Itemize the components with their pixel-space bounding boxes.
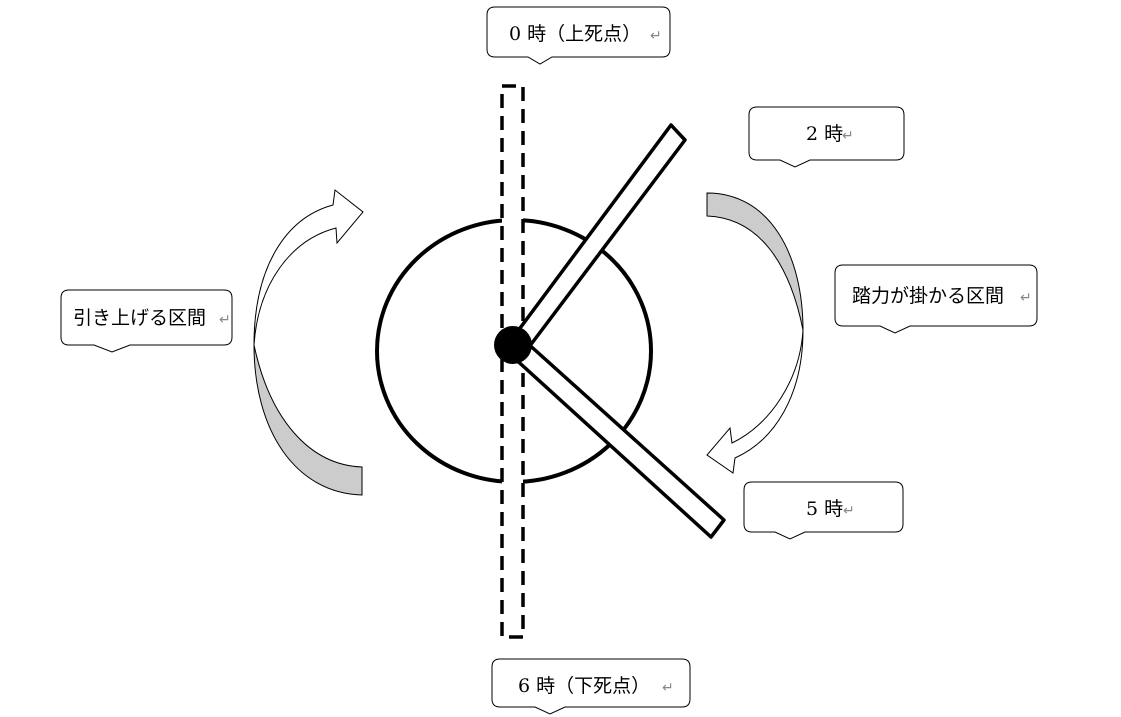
crank-arm-5-oclock — [510, 339, 726, 539]
label-5-oclock: 5 時 — [806, 498, 843, 520]
callout-5-oclock: 5 時 ↵ — [743, 481, 904, 540]
crank-hub — [494, 326, 532, 364]
label-2-oclock: 2 時 — [806, 123, 843, 145]
label-bottom-dead-center: 6 時（下死点） — [518, 675, 650, 697]
callout-bottom-dead-center: 6 時（下死点） ↵ — [491, 658, 691, 715]
return-mark: ↵ — [1020, 290, 1032, 306]
return-mark: ↵ — [843, 503, 855, 519]
label-pedal-force-zone: 踏力が掛かる区間 — [852, 285, 1004, 307]
callout-pull-up-zone: 引き上げる区間 ↵ — [60, 289, 233, 353]
return-mark: ↵ — [219, 312, 231, 328]
label-top-dead-center: 0 時（上死点） — [509, 23, 641, 45]
callout-pedal-force-zone: 踏力が掛かる区間 ↵ — [834, 264, 1038, 334]
return-mark: ↵ — [662, 680, 674, 696]
return-mark: ↵ — [842, 128, 854, 144]
callout-top-dead-center: 0 時（上死点） ↵ — [486, 6, 671, 65]
crank-arm-2-oclock — [507, 123, 687, 357]
pedal-force-arrow — [706, 192, 804, 474]
return-mark: ↵ — [650, 28, 662, 44]
callout-2-oclock: 2 時 ↵ — [748, 106, 905, 168]
pull-up-arrow — [253, 189, 364, 496]
label-pull-up-zone: 引き上げる区間 — [73, 307, 206, 329]
